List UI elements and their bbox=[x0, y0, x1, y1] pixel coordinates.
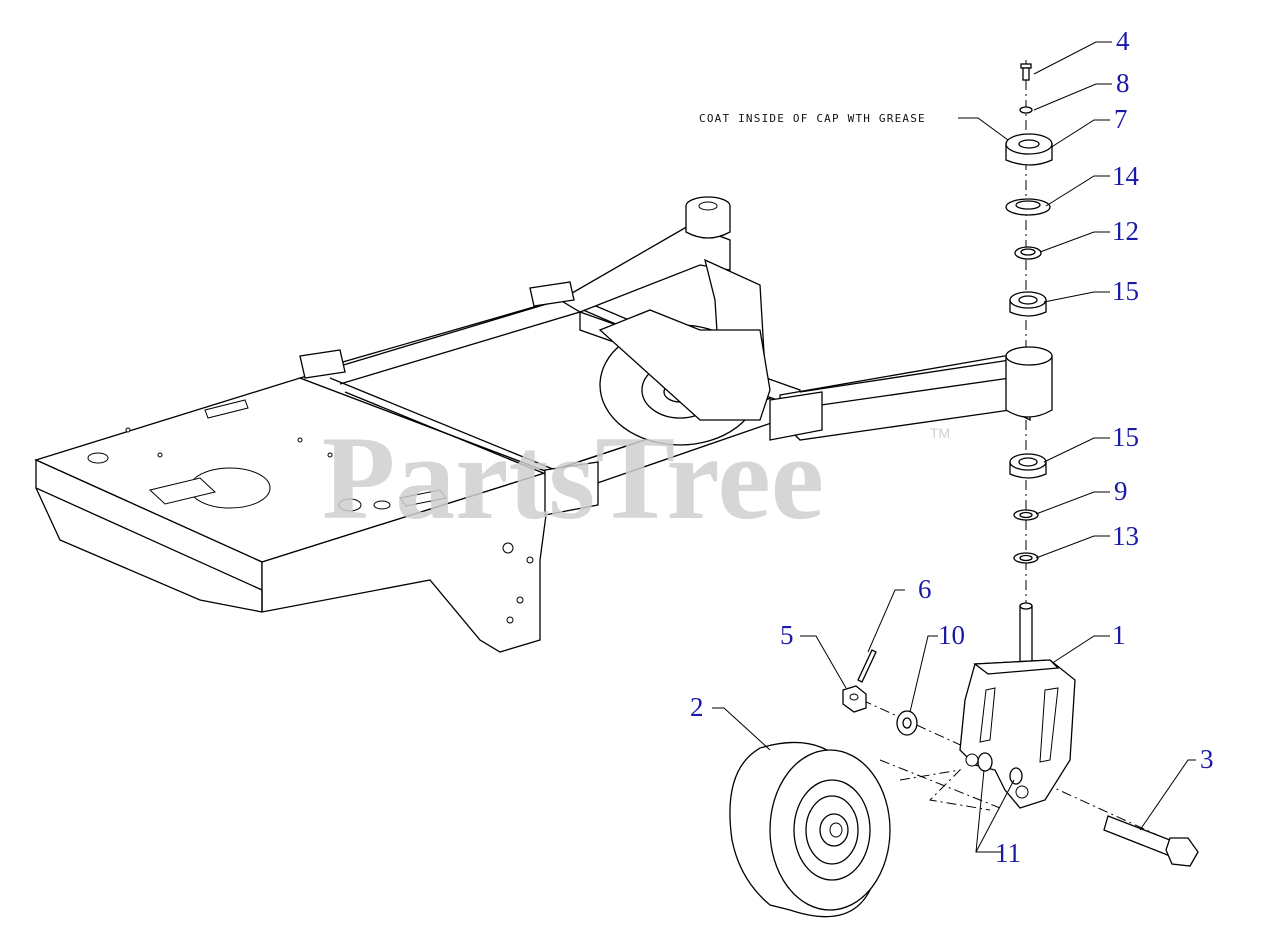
part-spacer-11 bbox=[977, 752, 1023, 785]
part-washer-9 bbox=[1013, 509, 1039, 521]
grease-note: COAT INSIDE OF CAP WTH GREASE bbox=[699, 112, 1009, 141]
part-bolt-3 bbox=[1103, 815, 1199, 867]
watermark-text: PartsTree bbox=[322, 411, 824, 544]
callout-leaders bbox=[712, 41, 1196, 853]
callout-15-upper: 15 bbox=[1112, 276, 1139, 306]
part-nut-5 bbox=[842, 685, 867, 713]
part-bolt-4 bbox=[1020, 63, 1032, 81]
callout-11: 11 bbox=[995, 838, 1021, 868]
part-caster-fork-1 bbox=[959, 602, 1076, 809]
part-bearing-15-upper bbox=[1009, 291, 1047, 317]
callout-8: 8 bbox=[1116, 68, 1130, 98]
part-washer-8 bbox=[1019, 106, 1033, 114]
caster-parts bbox=[729, 63, 1199, 918]
callout-5: 5 bbox=[780, 620, 794, 650]
deck-holes bbox=[87, 399, 534, 624]
part-bearing-12 bbox=[1014, 246, 1042, 260]
part-bearing-15-lower bbox=[1009, 453, 1047, 479]
callout-1: 1 bbox=[1112, 620, 1126, 650]
callout-9: 9 bbox=[1114, 476, 1128, 506]
mower-frame bbox=[34, 196, 1031, 653]
part-pin-6 bbox=[857, 649, 877, 683]
callout-14: 14 bbox=[1112, 161, 1140, 191]
callout-7: 7 bbox=[1114, 104, 1128, 134]
callout-6: 6 bbox=[918, 574, 932, 604]
part-washer-13 bbox=[1013, 552, 1039, 564]
part-wheel-2 bbox=[729, 741, 891, 918]
callout-15-lower: 15 bbox=[1112, 422, 1139, 452]
callout-12: 12 bbox=[1112, 216, 1139, 246]
callout-3: 3 bbox=[1200, 744, 1214, 774]
callout-numbers: 4 8 7 14 12 15 15 9 13 1 3 6 5 10 2 11 bbox=[690, 26, 1214, 868]
grease-note-text: COAT INSIDE OF CAP WTH GREASE bbox=[699, 112, 926, 125]
part-cap-7 bbox=[1005, 133, 1053, 166]
watermark: PartsTree TM bbox=[322, 411, 950, 544]
part-seal-14 bbox=[1005, 198, 1051, 216]
part-washer-10 bbox=[896, 710, 918, 736]
callout-13: 13 bbox=[1112, 521, 1139, 551]
callout-10: 10 bbox=[938, 620, 965, 650]
callout-4: 4 bbox=[1116, 26, 1130, 56]
pivot-tube bbox=[1005, 346, 1053, 418]
callout-2: 2 bbox=[690, 692, 704, 722]
watermark-tm: TM bbox=[930, 425, 950, 441]
